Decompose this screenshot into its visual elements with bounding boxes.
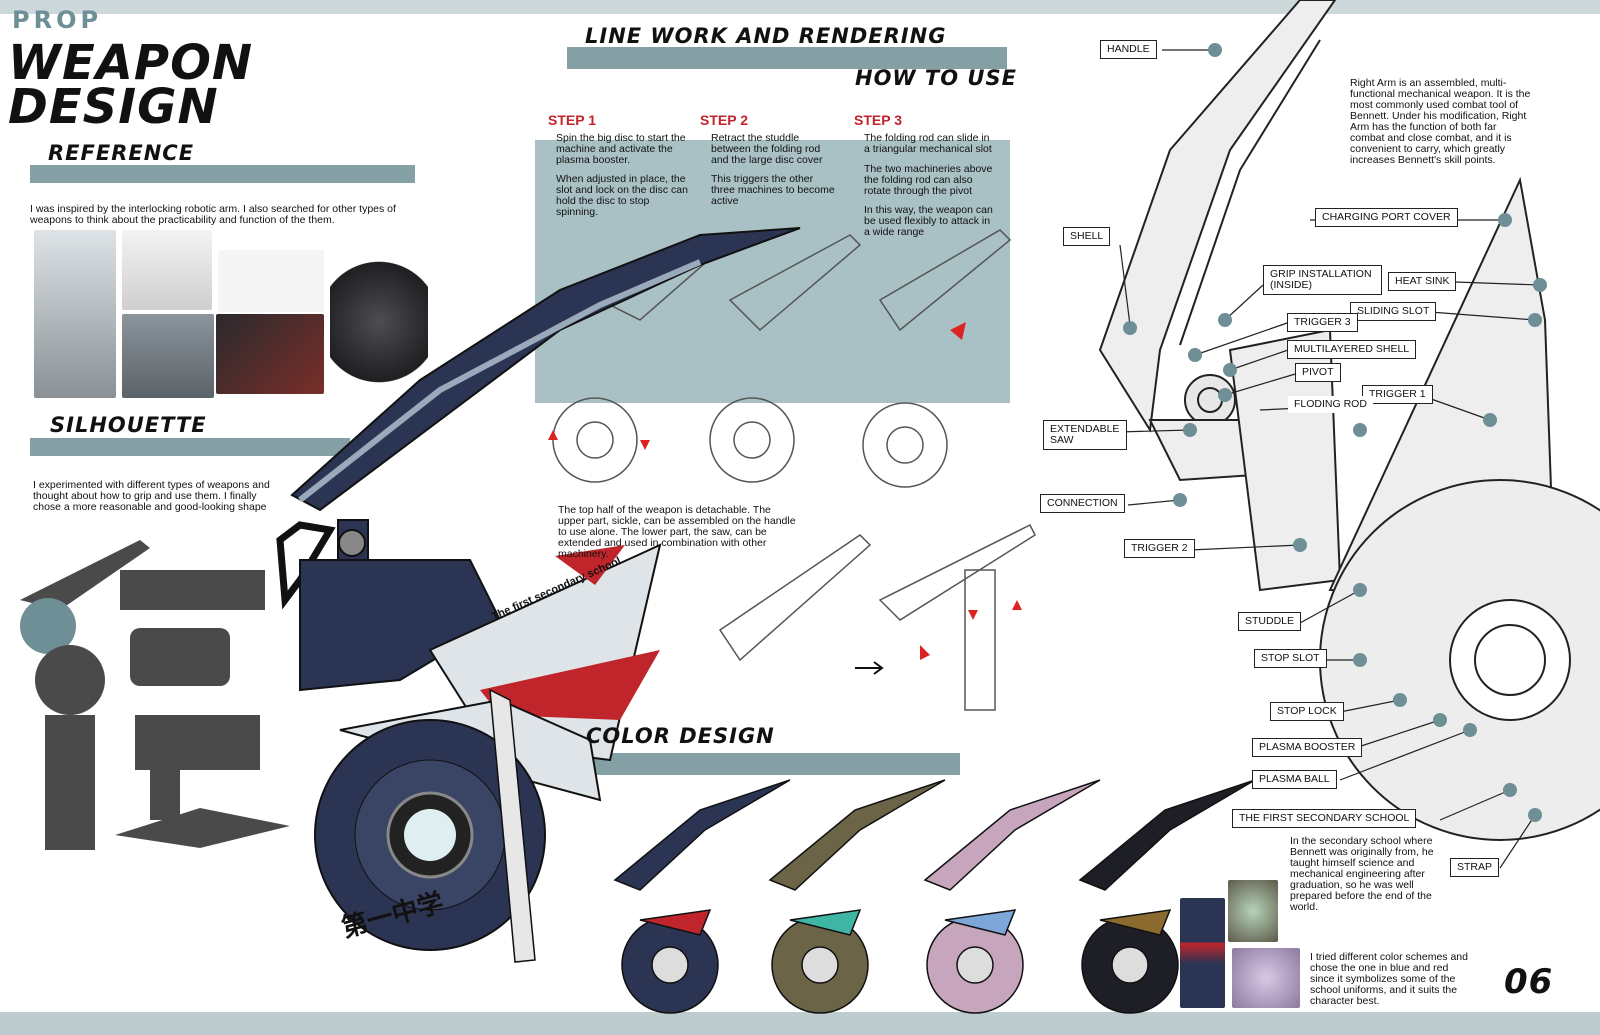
detail-diagram: [1098, 0, 1600, 841]
silhouette-pack: [45, 715, 95, 850]
callout-trigger3: TRIGGER 3: [1287, 313, 1358, 332]
silhouette-grip: [150, 770, 180, 820]
callout-stop-slot: STOP SLOT: [1254, 649, 1327, 668]
reference-photo-machinery: [122, 314, 214, 398]
silhouette-dagger: [115, 808, 290, 848]
variant-pink: [923, 779, 1101, 1014]
linework-underline: [567, 47, 1007, 69]
jade-photo: [1228, 880, 1278, 942]
callout-plasma-booster: PLASMA BOOSTER: [1252, 738, 1363, 757]
step3-text3: In this way, the weapon can be used flex…: [864, 204, 993, 238]
school-uniform-photo: [1180, 898, 1225, 1008]
reference-description: I was inspired by the interlocking robot…: [30, 203, 396, 226]
silhouette-underline: [30, 438, 350, 456]
callout-trigger1: TRIGGER 1: [1362, 385, 1433, 404]
top-brush-stroke: [0, 0, 1600, 14]
variant-navy-red: [613, 779, 791, 1014]
detach-description: The top half of the weapon is detachable…: [558, 504, 796, 560]
main-weapon: [276, 227, 801, 963]
page-number: 06: [1504, 962, 1554, 1002]
callout-charging-port-cover: CHARGING PORT COVER: [1315, 208, 1458, 227]
silhouette-blade: [20, 540, 150, 610]
color-design-heading: COLOR DESIGN: [586, 724, 775, 748]
reference-photo-sickle: [218, 250, 324, 312]
silhouette-disc: [35, 645, 105, 715]
step-sketches: [552, 229, 1036, 711]
callout-first-secondary-school: THE FIRST SECONDARY SCHOOL: [1232, 809, 1417, 828]
silhouette-heading: SILHOUETTE: [50, 413, 207, 437]
reference-heading: REFERENCE: [48, 141, 195, 165]
step3-text1: The folding rod can slide in a triangula…: [864, 132, 992, 155]
right-arm-description: Right Arm is an assembled, multi-functio…: [1350, 77, 1531, 166]
red-arrow-icons: [548, 322, 1022, 660]
variant-olive: [768, 779, 946, 1014]
variant-black: [1078, 779, 1256, 1014]
step2-label: STEP 2: [700, 112, 748, 128]
silhouette-description: I experimented with different types of w…: [33, 479, 270, 513]
color-variants: [613, 779, 1256, 1014]
prop-label: PROP: [12, 6, 103, 34]
callout-stop-lock: STOP LOCK: [1270, 702, 1344, 721]
how-to-use-heading: HOW TO USE: [855, 66, 1017, 90]
silhouette-gun: [120, 570, 265, 610]
step1-text2: When adjusted in place, the slot and loc…: [556, 173, 688, 218]
reference-underline: [30, 165, 415, 183]
callout-pivot: PIVOT: [1295, 363, 1341, 382]
step1-label: STEP 1: [548, 112, 596, 128]
title-line2: DESIGN: [8, 79, 219, 135]
flowers-photo: [1232, 948, 1300, 1008]
callout-dots: [1123, 43, 1547, 822]
callout-strap: STRAP: [1450, 858, 1500, 877]
step3-text2: The two machineries above the folding ro…: [864, 163, 993, 197]
silhouette-disc-accent: [20, 598, 76, 654]
step1-text1: Spin the big disc to start the machine a…: [556, 132, 686, 166]
reference-photo-mech-creature: [216, 314, 324, 394]
reference-photo-robotic-arm: [122, 230, 212, 310]
callout-studdle: STUDDLE: [1238, 612, 1302, 631]
callout-heat-sink: HEAT SINK: [1388, 272, 1457, 291]
school-description: In the secondary school where Bennett wa…: [1290, 835, 1434, 913]
step2-text2: This triggers the other three machines t…: [711, 173, 835, 207]
callout-extendable-saw: EXTENDABLE SAW: [1043, 420, 1127, 450]
callout-plasma-ball: PLASMA BALL: [1252, 770, 1337, 789]
step2-text1: Retract the studdle between the folding …: [711, 132, 823, 166]
reference-photo-robot: [34, 230, 116, 398]
reference-photo-joint: [330, 252, 428, 392]
callout-sliding-slot: SLIDING SLOT: [1350, 302, 1437, 321]
callout-floding-rod: FLODING ROD: [1288, 396, 1373, 413]
callout-trigger2: TRIGGER 2: [1124, 539, 1195, 558]
title-line1: WEAPON: [8, 35, 254, 91]
color-design-underline: [580, 753, 960, 775]
bottom-brush-stroke: [0, 1012, 1600, 1035]
step3-label: STEP 3: [854, 112, 902, 128]
callout-grip-installation: GRIP INSTALLATION (INSIDE): [1263, 265, 1382, 295]
arrow-icon: [855, 661, 884, 675]
callout-multilayered-shell: MULTILAYERED SHELL: [1287, 340, 1417, 359]
silhouette-shield: [130, 628, 230, 686]
color-description: I tried different color schemes and chos…: [1310, 951, 1468, 1007]
callout-shell: SHELL: [1063, 227, 1111, 246]
silhouette-thumbnails: [20, 540, 290, 850]
callout-handle: HANDLE: [1100, 40, 1157, 59]
silhouette-rifle: [135, 715, 260, 770]
linework-heading: LINE WORK AND RENDERING: [585, 24, 947, 48]
callout-connection: CONNECTION: [1040, 494, 1125, 513]
